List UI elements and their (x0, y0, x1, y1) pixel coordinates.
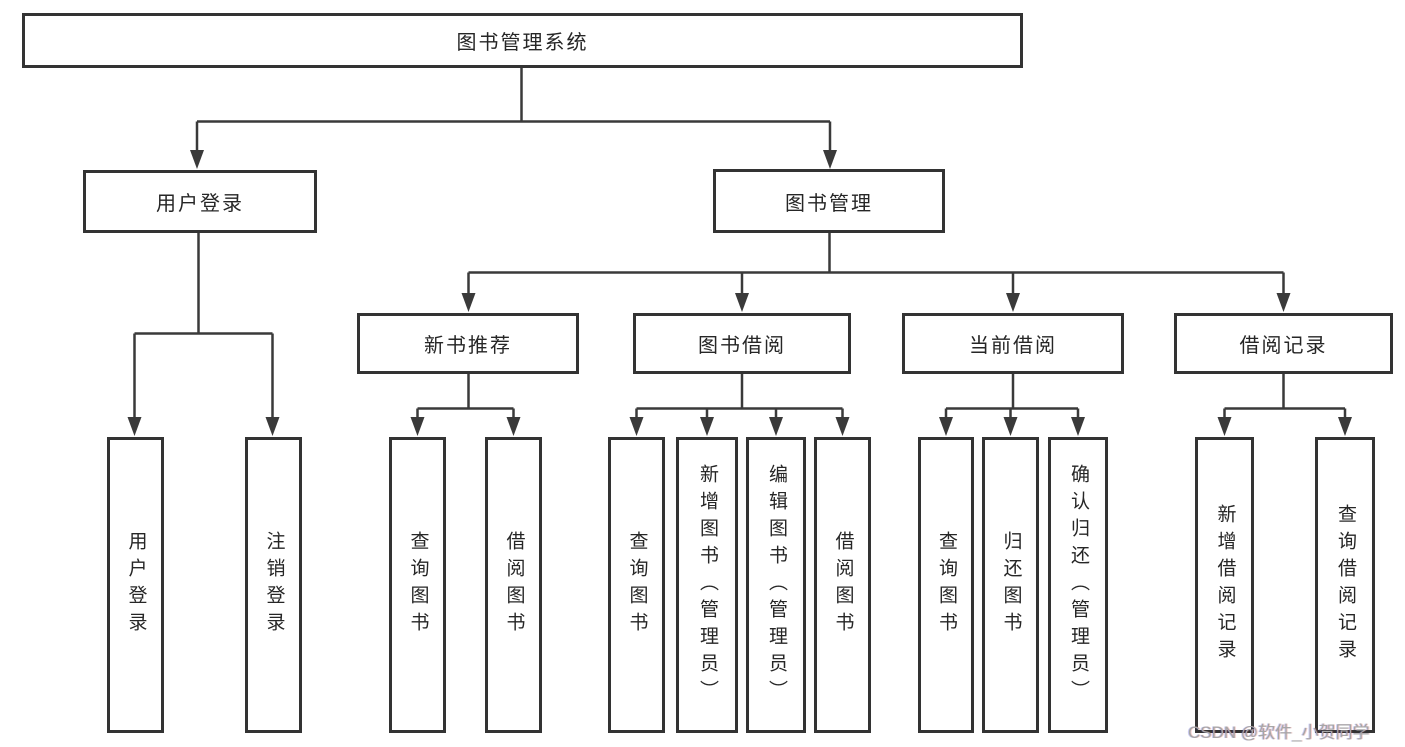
node-new-book-recommend-label: 新书推荐 (424, 335, 512, 357)
node-user-login-label: 用户登录 (156, 193, 244, 215)
node-book-borrowing-label: 图书借阅 (698, 335, 786, 357)
node-current-borrowing: 当前借阅 (902, 313, 1124, 374)
leaf-query-books-recommend: 查询图书 (389, 437, 446, 733)
watermark: CSDN @软件_小贺同学 (1188, 723, 1370, 742)
arrowheads (127, 150, 1352, 436)
connector-current-to-leaves (944, 374, 1080, 418)
leaf-query-borrow-record-label: 查询借阅记录 (1334, 504, 1356, 666)
leaf-confirm-return-admin-label: 确认归还（管理员） (1067, 463, 1089, 707)
node-book-borrowing: 图书借阅 (633, 313, 851, 374)
leaf-logout: 注销登录 (245, 437, 302, 733)
leaf-edit-book-admin: 编辑图书（管理员） (746, 437, 806, 733)
leaf-add-book-admin-label: 新增图书（管理员） (696, 463, 718, 707)
leaf-logout-label: 注销登录 (263, 531, 285, 639)
leaf-add-borrow-record: 新增借阅记录 (1195, 437, 1254, 733)
leaf-add-book-admin: 新增图书（管理员） (676, 437, 738, 733)
leaf-query-books-current: 查询图书 (918, 437, 974, 733)
node-root: 图书管理系统 (22, 13, 1023, 68)
node-new-book-recommend: 新书推荐 (357, 313, 579, 374)
leaf-user-login-label: 用户登录 (125, 531, 147, 639)
leaf-query-borrow-record: 查询借阅记录 (1315, 437, 1375, 733)
leaf-query-books-current-label: 查询图书 (935, 531, 957, 639)
leaf-borrow-books-recommend-label: 借阅图书 (503, 531, 525, 639)
leaf-borrow-books-borrowing-label: 借阅图书 (832, 531, 854, 639)
leaf-edit-book-admin-label: 编辑图书（管理员） (765, 463, 787, 707)
leaf-borrow-books-borrowing: 借阅图书 (814, 437, 871, 733)
connector-root-to-level2 (195, 68, 832, 151)
node-borrowing-records: 借阅记录 (1174, 313, 1393, 374)
connector-userlogin-to-leaves (133, 233, 274, 418)
node-borrowing-records-label: 借阅记录 (1239, 335, 1328, 357)
connector-newbook-to-leaves (416, 374, 515, 418)
leaf-add-borrow-record-label: 新增借阅记录 (1214, 504, 1236, 666)
connector-borrowing-to-leaves (635, 374, 844, 418)
leaf-return-book-label: 归还图书 (1000, 531, 1022, 639)
leaf-confirm-return-admin: 确认归还（管理员） (1048, 437, 1108, 733)
leaf-user-login: 用户登录 (107, 437, 164, 733)
node-book-management-label: 图书管理 (785, 192, 873, 215)
node-user-login: 用户登录 (83, 170, 317, 233)
node-book-management: 图书管理 (713, 169, 945, 233)
node-root-label: 图书管理系统 (456, 32, 589, 54)
leaf-borrow-books-recommend: 借阅图书 (485, 437, 542, 733)
leaf-return-book: 归还图书 (982, 437, 1039, 733)
node-current-borrowing-label: 当前借阅 (969, 335, 1057, 357)
leaf-query-books-recommend-label: 查询图书 (407, 531, 429, 639)
connector-records-to-leaves (1223, 374, 1347, 418)
connector-bookmgmt-to-level3 (467, 233, 1285, 294)
leaf-query-books-borrowing-label: 查询图书 (626, 531, 648, 639)
leaf-query-books-borrowing: 查询图书 (608, 437, 665, 733)
